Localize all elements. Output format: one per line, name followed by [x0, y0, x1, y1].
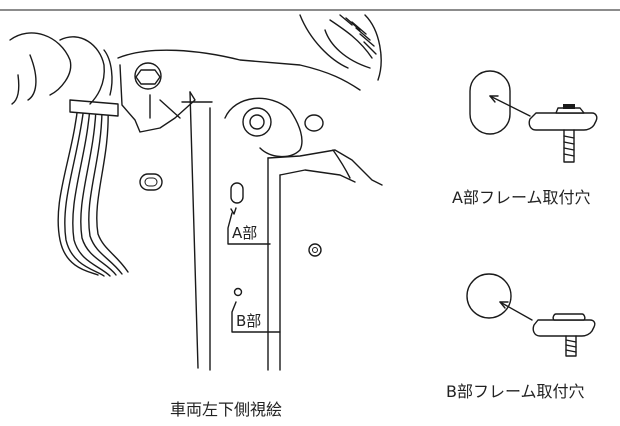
hole-a-bolt-washer — [528, 112, 598, 131]
hex-bolt-head — [134, 62, 162, 90]
hole-a-detail — [469, 70, 598, 163]
hole-a-label: A部 — [232, 224, 258, 242]
hole-a-arrow — [230, 207, 237, 215]
left-slot-hole — [139, 173, 163, 191]
hole-a-slot-detail — [469, 70, 511, 135]
view-caption: 車両左下側視絵 — [170, 400, 283, 419]
small-round-hole — [308, 243, 322, 257]
hole-a — [230, 182, 244, 204]
hole-b-leader — [231, 301, 281, 333]
hole-b-caption: B部フレーム取付穴 — [446, 382, 585, 401]
frame-upper-hole — [304, 114, 324, 132]
hole-b-round-detail — [466, 273, 512, 319]
upper-bracket — [117, 49, 361, 158]
hole-b-bolt-washer — [532, 319, 596, 337]
coil-spring — [299, 14, 382, 81]
hole-b-detail — [466, 273, 596, 357]
wiring-harness — [9, 32, 129, 277]
hole-b-label: B部 — [236, 312, 262, 330]
hole-a-caption: A部フレーム取付穴 — [452, 188, 591, 207]
frame-rail — [181, 91, 383, 371]
hole-b — [233, 287, 243, 297]
hole-a-leader — [227, 212, 271, 245]
harness-clamp — [69, 99, 119, 117]
